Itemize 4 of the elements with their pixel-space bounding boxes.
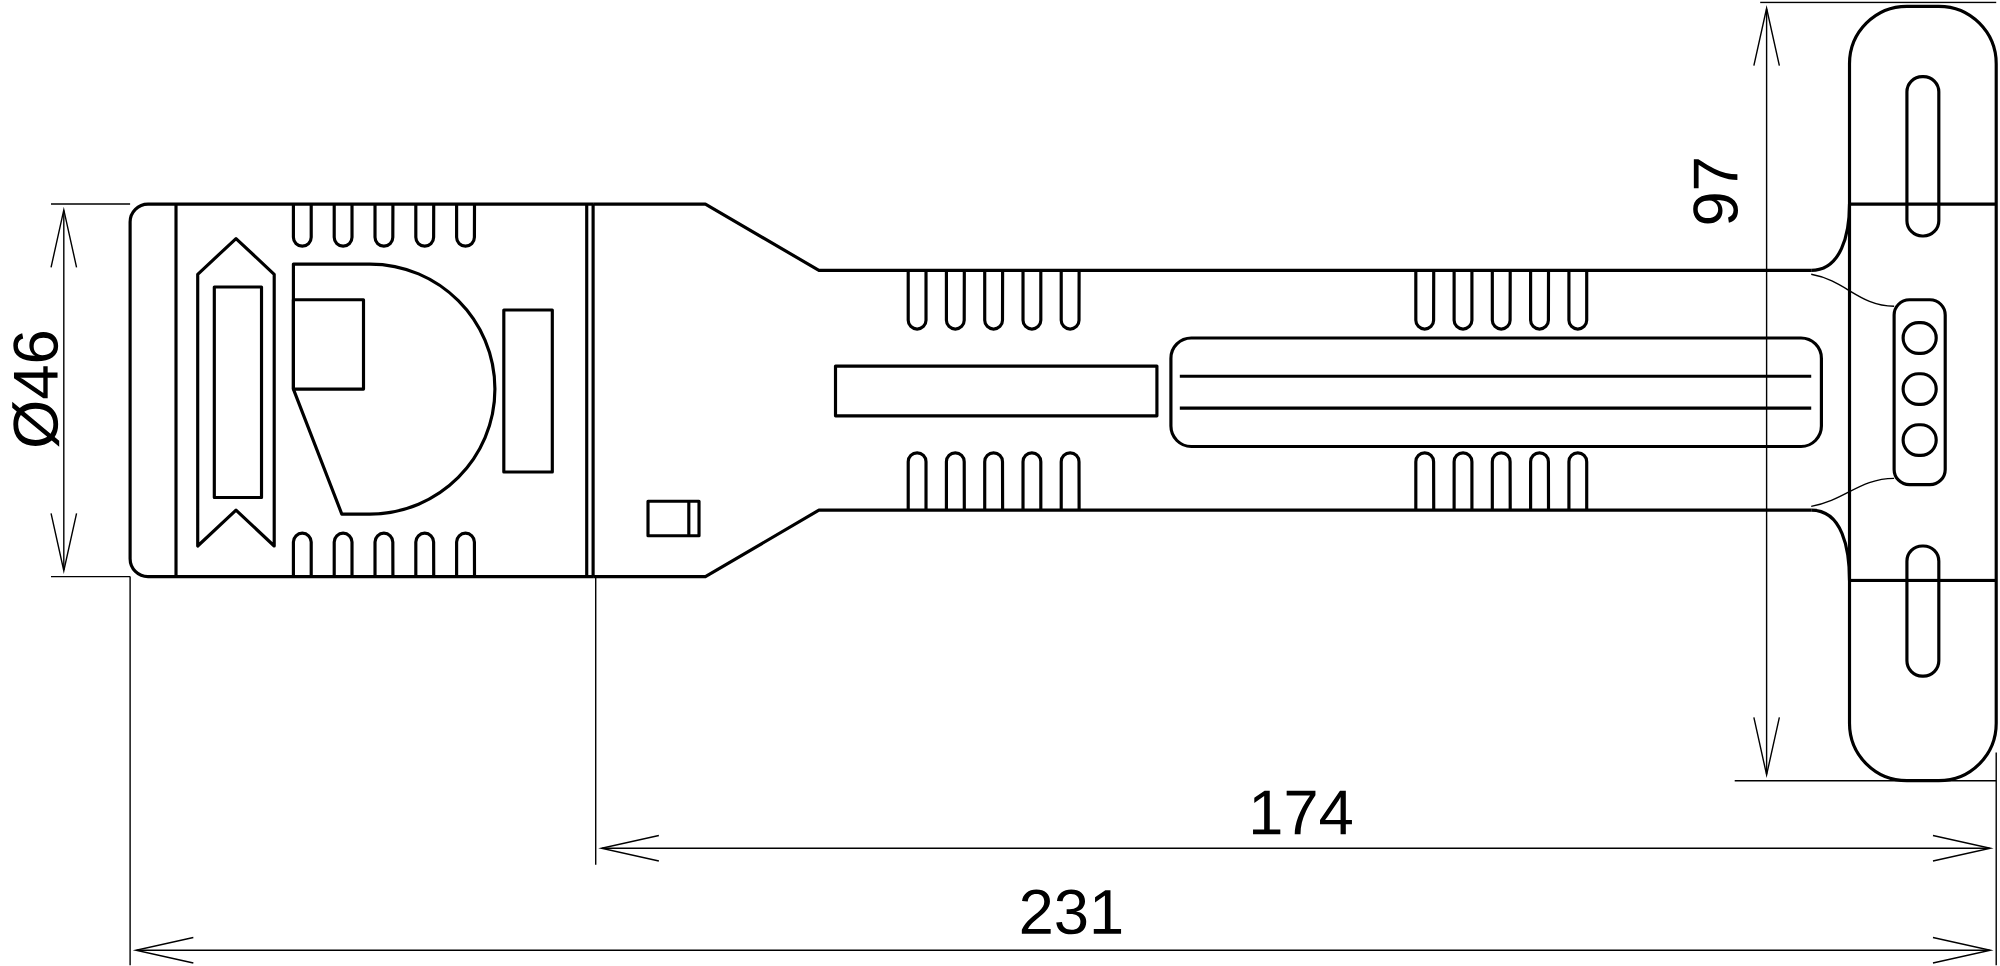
dimension-label: 231 (1021, 889, 1122, 935)
dimension-label: 174 (1253, 790, 1352, 835)
dimension-label: Ø46 (12, 332, 60, 447)
dimension-label: 97 (1693, 159, 1738, 224)
